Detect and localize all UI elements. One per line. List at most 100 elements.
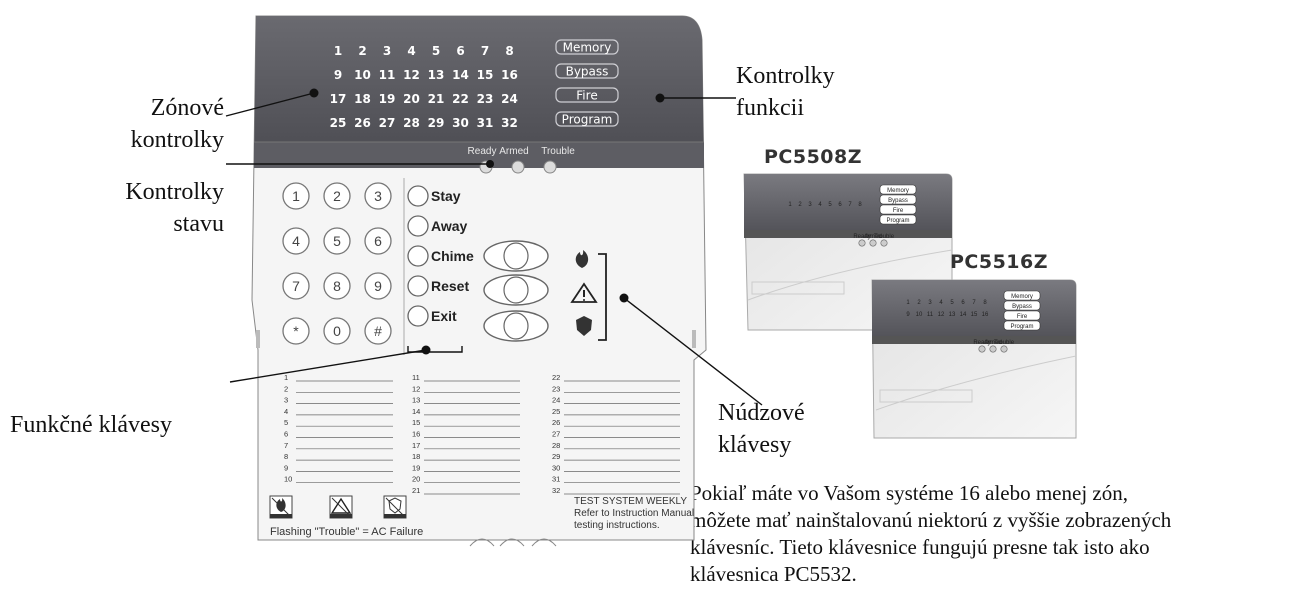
not-in-use-icons: NOT IN USE NOT IN USE NOT IN USE [269,495,407,519]
function-key[interactable]: Reset [407,275,469,297]
fire-not-in-use-icon [269,495,293,519]
zone-list-number: 32 [552,486,560,495]
panic-emergency-key[interactable] [483,310,549,342]
digit-key[interactable]: 8 [323,272,351,300]
zone-list-number: 7 [284,441,288,450]
digit-key[interactable]: # [364,317,392,345]
test-note-line3: testing instructions. [574,520,660,531]
description-line1: Pokiaľ máte vo Vašom systéme 16 alebo me… [690,481,1128,505]
zone-list-number: 29 [552,452,560,461]
mini-function-label: Bypass [1012,304,1032,310]
zone-list-number: 2 [284,384,288,393]
function-leds-callout: Kontrolky funkcii [736,60,835,124]
not-in-use-label: NOT IN USE [386,515,404,519]
digit-key[interactable]: * [282,317,310,345]
mini-status-label: Armed [864,234,882,240]
mini-function-label: Program [1010,324,1033,330]
mini-zone-led: 10 [916,312,923,318]
digit-key[interactable]: 7 [282,272,310,300]
zone-list-number: 25 [552,407,560,416]
digit-key[interactable]: 4 [282,227,310,255]
digit-label: 0 [333,323,341,339]
mini-zone-led: 6 [838,202,842,208]
zone-list-number: 22 [552,373,560,382]
digit-label: 8 [333,278,341,294]
zone-led-number: 30 [452,116,469,130]
status-leds-callout: Kontrolky stavu [96,176,224,240]
function-key[interactable]: Stay [407,185,461,207]
mini-status-label: Armed [984,340,1002,346]
mini-zone-led: 13 [949,312,956,318]
digit-label: * [293,323,299,339]
test-weekly-note: TEST SYSTEM WEEKLY [574,496,687,507]
zone-list-number: 17 [412,441,420,450]
zone-led-number: 29 [428,116,445,130]
zone-led-number: 19 [379,92,396,106]
zone-led-number: 25 [330,116,347,130]
zone-led-number: 13 [428,68,445,82]
mini-zone-led: 7 [972,300,976,306]
digit-key[interactable]: 6 [364,227,392,255]
zone-leds-callout-line2: kontrolky [130,127,224,153]
zone-led-number: 24 [501,92,518,106]
zone-list-number: 4 [284,407,288,416]
function-led-label: Program [562,113,613,127]
digit-key[interactable]: 2 [323,182,351,210]
zone-list-number: 19 [412,463,420,472]
digit-label: 2 [333,188,341,204]
mini-function-label: Memory [1011,294,1033,300]
digit-key[interactable]: 5 [323,227,351,255]
function-led-box [555,87,619,103]
digit-key[interactable]: 3 [364,182,392,210]
function-key-label: Exit [431,308,457,324]
zone-led-number: 31 [477,116,494,130]
function-led-label: Bypass [566,65,609,79]
digit-key[interactable]: 1 [282,182,310,210]
zone-list-number: 16 [412,430,420,439]
function-key[interactable]: Exit [407,305,457,327]
emergency-keys-callout-line2: klávesy [718,432,792,458]
zone-list-number: 14 [412,407,420,416]
function-key[interactable]: Chime [407,245,474,267]
mini-zone-led: 5 [950,300,954,306]
pc5508z-title: PC5508Z [764,146,862,168]
mini-function-label: Fire [1017,314,1028,320]
description-line3: klávesníc. Tieto klávesnice fungujú pres… [690,535,1150,559]
zone-led-number: 21 [428,92,445,106]
function-key[interactable]: Away [407,215,468,237]
zone-led-number: 28 [403,116,420,130]
function-key-label: Chime [431,248,474,264]
zone-led-number: 4 [407,44,415,58]
fire-emergency-key[interactable] [483,240,549,272]
digit-key[interactable]: 0 [323,317,351,345]
mini-zone-led: 6 [961,300,965,306]
zone-list: 1234567891011121314151617181920212223242… [284,373,680,495]
function-led-label: Fire [576,89,597,103]
mini-zone-led: 8 [983,300,987,306]
zone-led-number: 11 [379,68,396,82]
zone-led-number: 5 [432,44,440,58]
function-key-label: Away [431,218,468,234]
mini-zone-led: 3 [928,300,932,306]
status-label: Trouble [541,146,575,157]
mini-zone-led: 1 [788,202,792,208]
zone-led-number: 22 [452,92,469,106]
zone-led-number: 1 [334,44,342,58]
shield-not-in-use-icon [383,495,407,519]
pc5516z-title: PC5516Z [950,251,1048,273]
zone-list-number: 28 [552,441,560,450]
zone-led-number: 27 [379,116,396,130]
digit-key[interactable]: 9 [364,272,392,300]
function-led-box [555,111,619,127]
warning-icon [570,282,598,303]
zone-list-number: 5 [284,418,288,427]
zone-leds-callout-line1: Zónové [150,95,224,121]
status-leds-callout-line1: Kontrolky [125,179,224,205]
mini-zone-led: 16 [982,312,989,318]
annotation-lines [225,88,763,406]
mini-zone-led: 2 [917,300,921,306]
zone-led-number: 10 [354,68,371,82]
auxiliary-emergency-key[interactable] [483,274,549,306]
